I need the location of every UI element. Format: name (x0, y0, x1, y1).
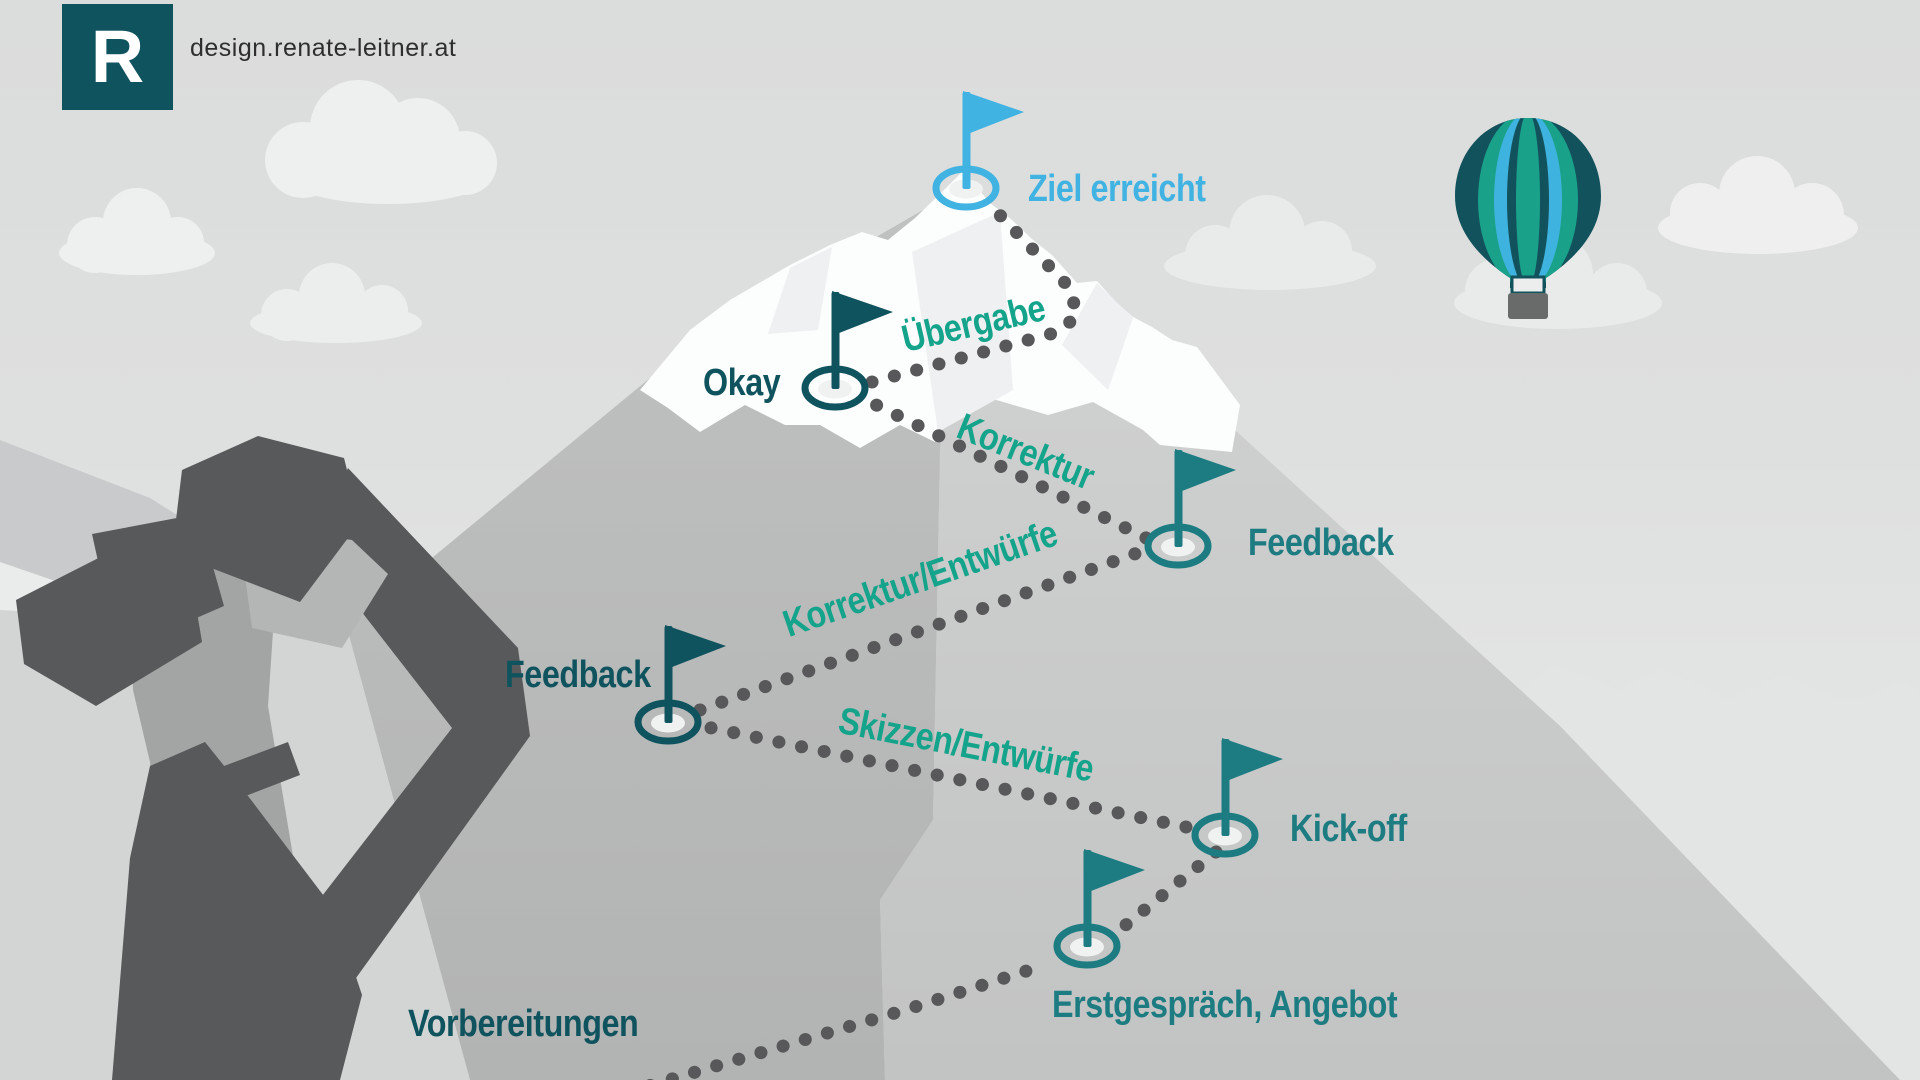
hot-air-balloon-icon (1455, 118, 1601, 319)
trail-uebergabe (865, 201, 1084, 389)
cloud (1658, 156, 1858, 254)
trail-korrektur (851, 389, 1153, 545)
brand-logo-letter: R (90, 15, 145, 98)
trail-skizzen (695, 719, 1193, 834)
milestone-label-feedback-lower: Feedback (505, 654, 651, 696)
milestone-label-erstgespraech: Erstgespräch, Angebot (1052, 984, 1398, 1026)
path-label-vorbereitungen: Vorbereitungen (408, 1003, 639, 1045)
cloud (59, 188, 215, 275)
trail-korrektur-entwuerfe (693, 545, 1147, 717)
cloud (250, 263, 422, 343)
person-with-binoculars-figure (16, 436, 530, 1080)
cloud (1164, 195, 1376, 290)
snow-cap (640, 171, 1240, 452)
trail-start-kickoff (1115, 845, 1223, 935)
flag-marker-ziel (936, 91, 1024, 207)
trail-vorbereitungen (645, 958, 1052, 1080)
milestone-label-kickoff: Kick-off (1290, 808, 1407, 850)
milestone-label-ziel: Ziel erreicht (1028, 168, 1206, 210)
milestone-label-feedback-upper: Feedback (1248, 522, 1394, 564)
milestone-label-okay: Okay (703, 362, 781, 404)
route-dotted-path (645, 201, 1223, 1080)
brand-logo: R (62, 4, 173, 110)
brand-site-url: design.renate-leitner.at (190, 34, 457, 62)
cloud (265, 80, 497, 204)
